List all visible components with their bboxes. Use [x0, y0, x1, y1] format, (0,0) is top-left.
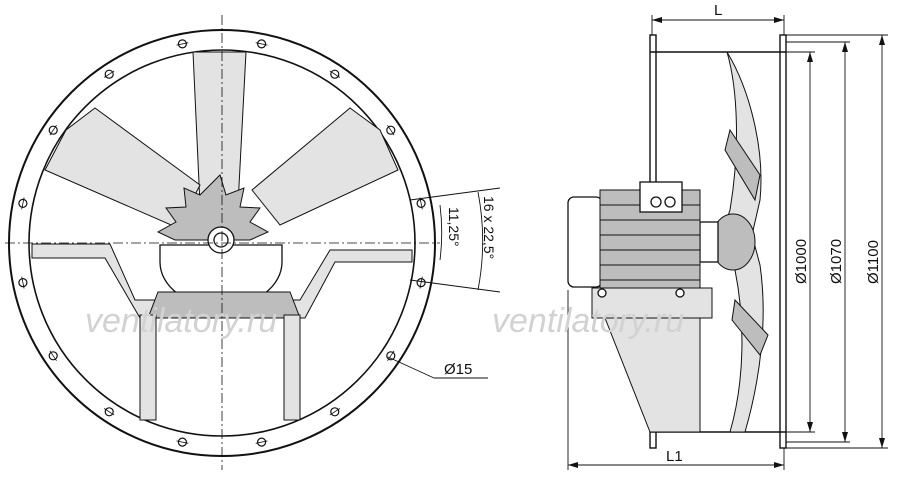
angle-label-half: 11,25° — [446, 207, 462, 247]
mount-base-plate — [591, 287, 713, 319]
hole-diameter-label: Ø15 — [444, 361, 472, 378]
terminal-box — [639, 181, 683, 213]
angle-arc-inner — [439, 204, 443, 261]
bolt-tick — [419, 197, 423, 210]
diameter-label-3: Ø1100 — [865, 240, 882, 284]
angle-arc-outer — [477, 191, 484, 291]
mount-leg-side — [604, 317, 701, 433]
watermark-right: ventilatory.ru — [492, 302, 684, 340]
diameter-label-2: Ø1070 — [828, 239, 845, 284]
diameter-label-1: Ø1000 — [793, 239, 810, 284]
bolt-tick — [103, 70, 115, 78]
angle-label-holes: 16 x 22,5° — [481, 196, 497, 259]
bolt-tick — [255, 440, 268, 444]
angle-leader-1 — [409, 187, 501, 201]
dimension-width: L — [651, 2, 785, 35]
base-label: L1 — [666, 448, 683, 465]
bolt-holes — [18, 39, 426, 447]
side-view: L L1 Ø1000 Ø1070 — [567, 2, 888, 470]
impeller-blades — [44, 51, 399, 229]
diameter-dimensions: Ø1000 Ø1070 Ø1100 — [786, 34, 888, 449]
blade-right — [251, 107, 399, 226]
watermark-left: ventilatory.ru — [85, 302, 277, 340]
bolt-tick — [49, 350, 57, 362]
bolt-tick — [387, 350, 395, 362]
motor-fins — [600, 204, 700, 281]
shaft-coupling — [699, 221, 719, 263]
bolt-tick — [49, 124, 57, 136]
dimension-base: L1 — [567, 290, 785, 470]
width-label: L — [714, 2, 722, 19]
bolt-tick — [176, 42, 189, 46]
hole-diameter-leader: Ø15 — [387, 356, 488, 379]
bolt-tick — [176, 440, 189, 444]
bolt-tick — [419, 276, 423, 289]
mount-bolt-1 — [597, 288, 607, 298]
blade-side-tip — [724, 128, 761, 202]
motor-shaft-inner — [213, 232, 229, 248]
blade-side-tip-lower — [731, 298, 769, 356]
bolt-tick — [387, 124, 395, 136]
duct-flange-right — [779, 34, 787, 449]
terminal-gland-1 — [650, 196, 662, 208]
terminal-gland-2 — [664, 196, 676, 208]
support-leg-left — [139, 314, 157, 421]
support-leg-right — [283, 314, 301, 421]
bolt-tick — [21, 276, 25, 289]
bolt-tick — [255, 42, 268, 46]
mount-bolt-2 — [675, 288, 685, 298]
bolt-tick — [103, 408, 115, 416]
hole-leader-line — [387, 356, 435, 379]
front-view: 16 x 22,5° 11,25° Ø15 — [5, 15, 501, 470]
bolt-tick — [329, 70, 341, 78]
motor-fan-cover — [567, 196, 603, 288]
angle-leader-2 — [409, 279, 501, 293]
bolt-tick — [329, 408, 341, 416]
bolt-tick — [21, 197, 25, 210]
angle-dimension: 16 x 22,5° 11,25° — [409, 187, 501, 293]
